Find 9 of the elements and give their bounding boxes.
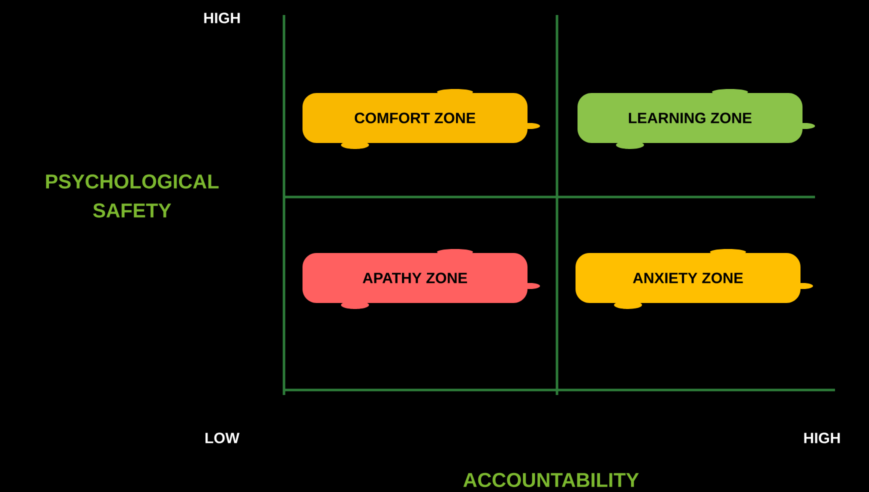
axis-level-label: HIGH — [204, 12, 240, 24]
brush-stroke-box: APATHY ZONE — [302, 249, 540, 309]
axis-level-label: LOW — [206, 432, 240, 444]
brush-stroke-box: COMFORT ZONE — [302, 89, 540, 149]
brush-stroke-box: LEARNING ZONE — [578, 89, 816, 149]
axis-title: ACCOUNTABILITY — [463, 472, 639, 488]
axis-level-label: HIGH — [804, 432, 840, 444]
brush-stroke-box: ANXIETY ZONE — [576, 249, 814, 309]
axis-title: PSYCHOLOGICAL SAFETY — [46, 174, 219, 218]
